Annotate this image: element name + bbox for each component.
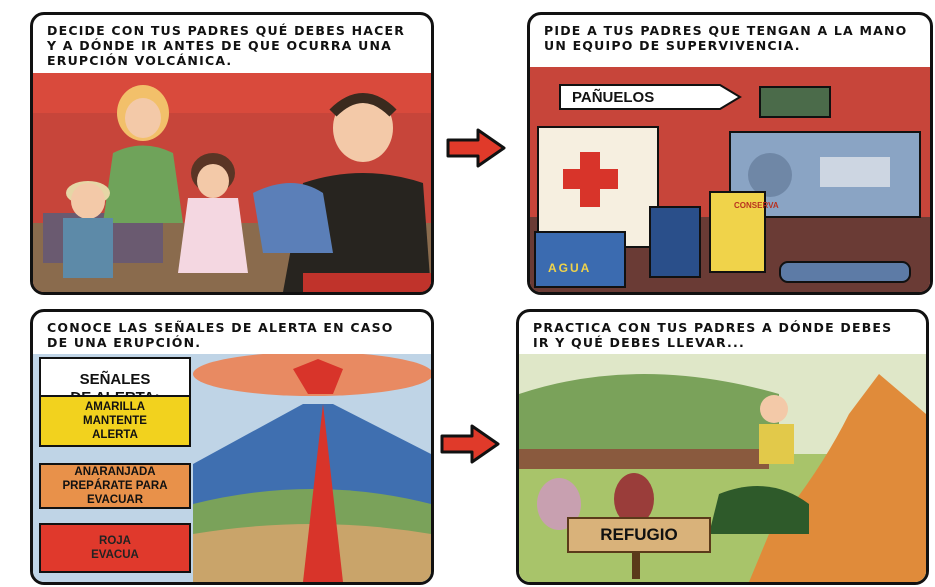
panuelos-label-text: PAÑUELOS [572,88,655,106]
alert-box-orange: ANARANJADA PREPÁRATE PARA EVACUAR [39,463,191,509]
alert-yellow-line-2: MANTENTE [83,415,147,427]
refugio-sign-text: REFUGIO [600,525,678,544]
alert-yellow-line-3: ALERTA [92,429,138,441]
survival-kit-illustration [530,67,930,292]
alert-box-yellow: AMARILLA MANTENTE ALERTA [39,395,191,447]
alert-legend-title-line-1: SEÑALES [79,371,151,388]
alert-orange-line-1: ANARANJADA [74,466,156,478]
refugio-sign-post [632,551,640,579]
alert-box-red: ROJA EVACUA [39,523,191,573]
panel-3-caption: Conoce las señales de alerta en caso de … [47,320,394,350]
alert-orange-line-3: EVACUAR [86,494,143,506]
alert-signals-legend: SEÑALES DE ALERTA: AMARILLA MANTENTE ALE… [33,357,197,579]
right-arrow-icon [446,128,506,168]
alert-red-line-1: ROJA [99,535,131,547]
water-jar-label: AGUA [548,261,592,275]
refugio-shelter-sign: REFUGIO [567,517,711,553]
panel-4-caption: Practica con tus padres a dónde debes ir… [533,320,893,350]
panel-alert-signals: Conoce las señales de alerta en caso de … [30,309,434,585]
panel-practice-evacuation: Practica con tus padres a dónde debes ir… [516,309,929,585]
panel-2-caption: Pide a tus padres que tengan a la mano u… [544,23,908,53]
alert-orange-line-2: PREPÁRATE PARA [62,480,168,492]
alert-red-line-2: EVACUA [91,549,139,561]
flashlight-icon [779,261,911,283]
family-scene-illustration [33,73,431,292]
right-arrow-icon [440,424,500,464]
alert-yellow-line-1: AMARILLA [84,401,146,413]
panel-survival-kit: Pide a tus padres que tengan a la mano u… [527,12,933,295]
panuelos-label-sign: PAÑUELOS [558,83,742,111]
panel-decide-with-parents: Decide con tus padres qué debes hacer y … [30,12,434,295]
canned-food-label: CONSERVA [734,201,779,210]
panel-1-caption: Decide con tus padres qué debes hacer y … [47,23,406,68]
